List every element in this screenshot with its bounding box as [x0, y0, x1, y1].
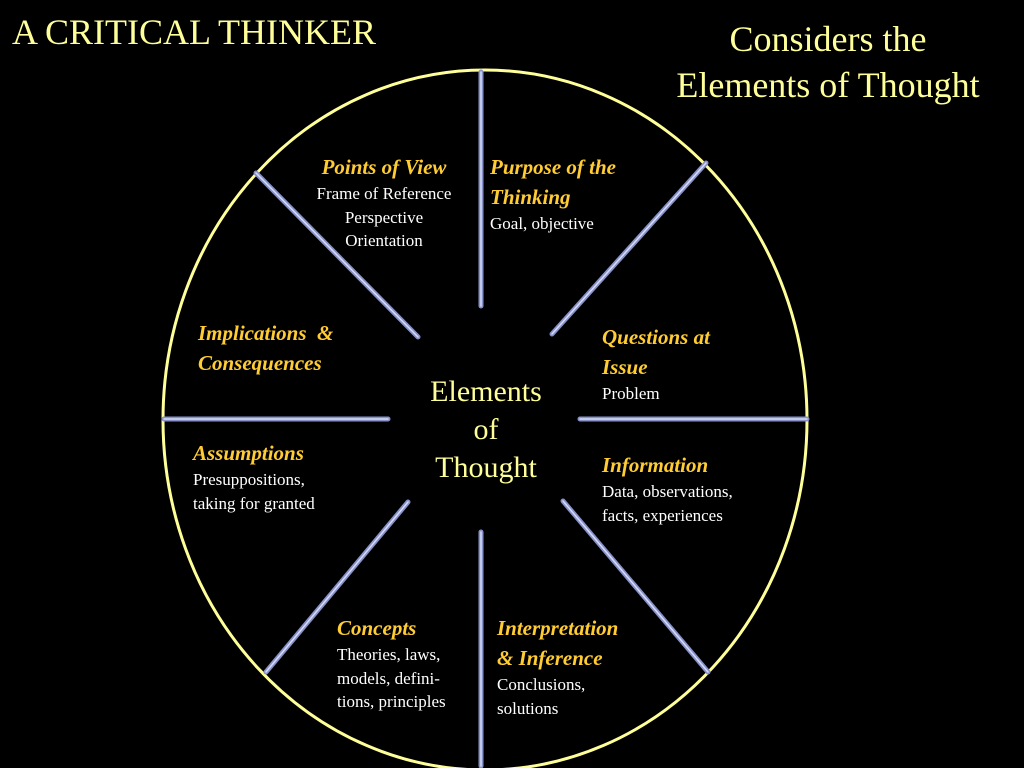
- element-questions-at-issue: Questions at Issue Problem: [602, 322, 772, 406]
- information-detail-1: Data, observations,: [602, 482, 733, 501]
- implications-heading-line-2: Consequences: [198, 351, 322, 375]
- concepts-detail-2: models, defini-: [337, 668, 440, 688]
- element-purpose: Purpose of the Thinking Goal, objective: [490, 152, 670, 236]
- assumptions-detail-1: Presuppositions,: [193, 470, 305, 489]
- spoke-top-right: [549, 160, 709, 337]
- spoke-top-left: [253, 170, 421, 340]
- questions-heading-line-1: Questions at: [602, 325, 710, 349]
- center-label-line-3: Thought: [435, 451, 537, 484]
- element-implications-consequences: Implications & Consequences: [198, 318, 378, 378]
- concepts-heading: Concepts: [337, 616, 417, 640]
- center-label: Elements of Thought: [416, 373, 556, 487]
- spoke-dividers: [161, 69, 810, 768]
- purpose-detail-1: Goal, objective: [490, 214, 594, 233]
- purpose-heading-line-2: Thinking: [490, 185, 571, 209]
- information-detail-2: facts, experiences: [602, 505, 723, 525]
- spoke-bottom-left: [263, 499, 411, 675]
- assumptions-heading: Assumptions: [193, 441, 304, 465]
- page-subtitle: Considers the Elements of Thought: [640, 16, 1016, 108]
- page-title: A CRITICAL THINKER: [12, 12, 376, 52]
- information-heading: Information: [602, 453, 709, 477]
- element-concepts: Concepts Theories, laws, models, defini-…: [337, 613, 477, 714]
- points-of-view-detail-3: Orientation: [345, 231, 423, 250]
- interpretation-detail-2: solutions: [497, 698, 559, 718]
- subtitle-line-1: Considers the: [729, 19, 927, 59]
- interpretation-heading-line-2: & Inference: [497, 646, 603, 670]
- questions-detail-1: Problem: [602, 384, 660, 403]
- concepts-detail-3: tions, principles: [337, 692, 446, 711]
- interpretation-detail-1: Conclusions,: [497, 675, 586, 694]
- center-label-line-1: Elements: [430, 375, 542, 408]
- points-of-view-heading: Points of View: [321, 155, 447, 179]
- purpose-heading-line-1: Purpose of the: [490, 155, 616, 179]
- assumptions-detail-2: taking for granted: [193, 493, 315, 513]
- element-points-of-view: Points of View Frame of Reference Perspe…: [298, 152, 470, 253]
- subtitle-line-2: Elements of Thought: [676, 65, 980, 106]
- points-of-view-detail-2: Perspective: [344, 207, 424, 227]
- questions-heading-line-2: Issue: [602, 355, 648, 379]
- element-assumptions: Assumptions Presuppositions, taking for …: [193, 438, 363, 515]
- points-of-view-detail-1: Frame of Reference: [316, 184, 452, 203]
- element-information: Information Data, observations, facts, e…: [602, 450, 782, 527]
- spoke-bottom-right: [560, 498, 711, 675]
- concepts-detail-1: Theories, laws,: [337, 645, 441, 664]
- implications-heading-line-1: Implications &: [198, 321, 334, 345]
- element-interpretation-inference: Interpretation & Inference Conclusions, …: [497, 613, 667, 720]
- center-label-line-2: of: [473, 413, 499, 446]
- interpretation-heading-line-1: Interpretation: [497, 616, 619, 640]
